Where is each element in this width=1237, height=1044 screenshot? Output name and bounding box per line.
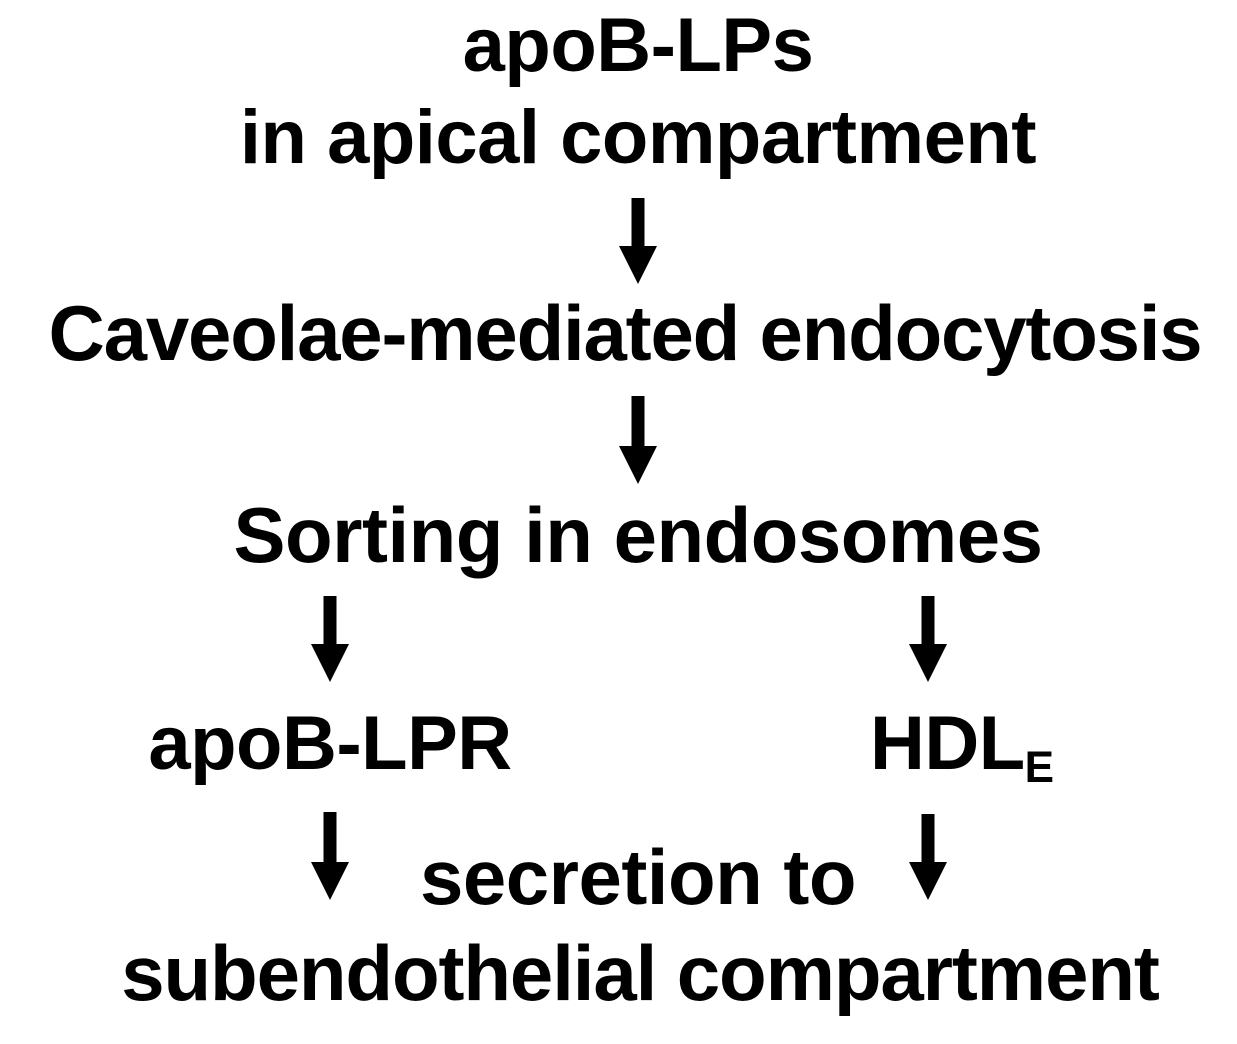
node-hdl-e: HDLE: [870, 706, 1054, 790]
node-secretion-to: secretion to: [419, 833, 857, 921]
node-sorting-in-endosomes: Sorting in endosomes: [233, 491, 1043, 579]
node-in-apical-compartment: in apical compartment: [239, 95, 1037, 180]
node-subendothelial-compartment: subendothelial compartment: [121, 929, 1160, 1017]
node-hdl-e-base: HDL: [869, 701, 1025, 786]
arrow-down-sorting-to-apob-lpr: [308, 596, 352, 682]
node-hdl-e-subscript: E: [1024, 743, 1055, 793]
node-caveolae-mediated-endocytosis: Caveolae-mediated endocytosis: [48, 289, 1203, 377]
node-apob-lps: apoB-LPs: [462, 3, 814, 88]
arrow-down-sorting-to-hdl-e: [906, 596, 950, 682]
arrow-down-endocytosis-to-sorting: [616, 396, 660, 484]
arrow-down-apical-to-endocytosis: [616, 198, 660, 284]
arrow-down-apob-lpr-to-secretion: [308, 812, 352, 900]
node-apob-lpr: apoB-LPR: [148, 701, 512, 786]
arrow-down-hdl-e-to-secretion: [906, 814, 950, 900]
